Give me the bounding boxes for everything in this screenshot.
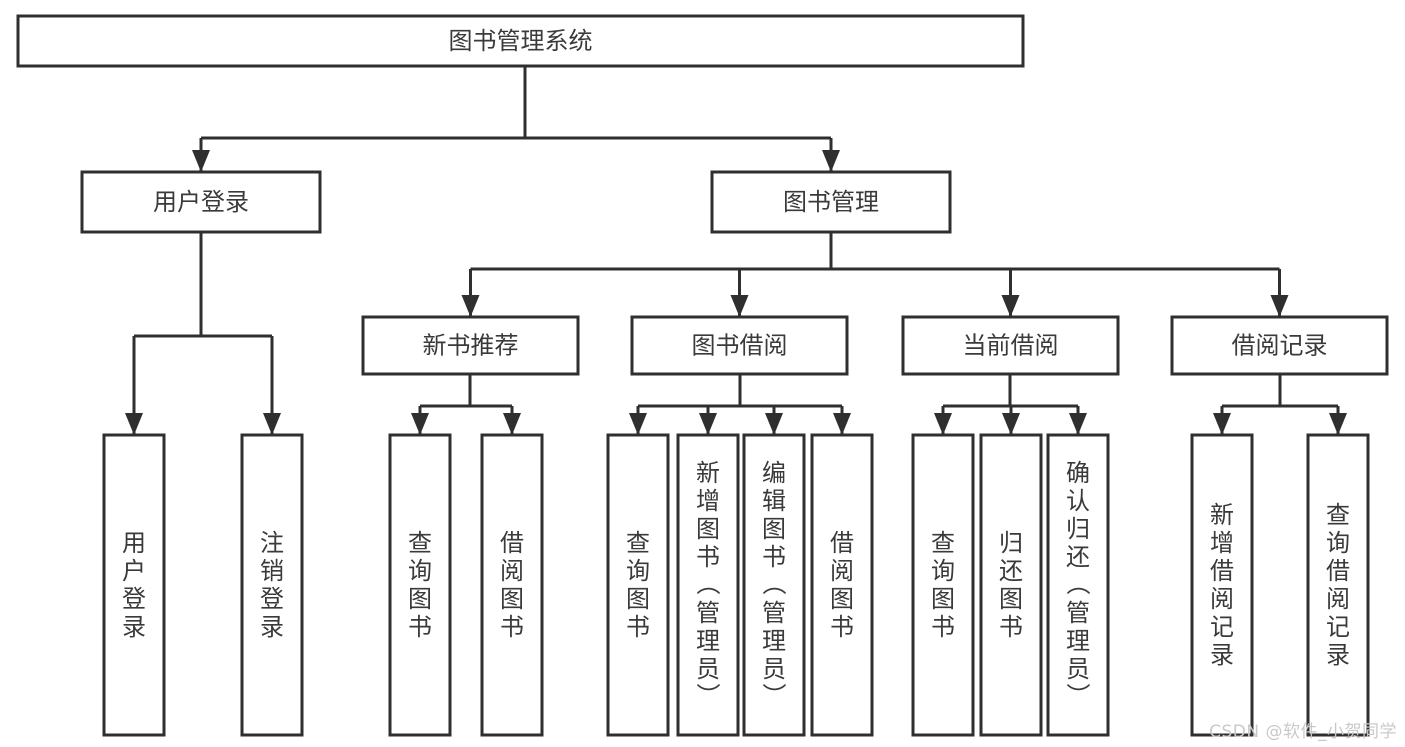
arrow-head-icon [822,150,840,172]
node-label: 当前借阅 [963,332,1059,360]
node-box[interactable] [1190,433,1254,737]
arrow-head-icon [833,413,851,435]
node-label: 用户登录 [122,529,146,641]
arrow-head-icon [1002,413,1020,435]
node-level2-3[interactable]: 借阅记录 [1170,315,1389,376]
node-leaf-7[interactable]: 借阅图书 [810,433,874,737]
node-leaf-3[interactable]: 借阅图书 [480,433,544,737]
arrow-head-icon [263,413,281,435]
connector-group-6 [1213,374,1347,435]
node-label: 图书管理 [783,188,879,216]
node-label: 注销登录 [260,529,284,641]
watermark-text: CSDN @软件_小贺同学 [1209,722,1397,742]
node-box[interactable] [1306,433,1370,737]
node-label: 查询图书 [931,529,955,641]
node-label: 新增图书（管理员） [696,459,720,711]
connector-group-1 [461,232,1289,317]
node-box[interactable] [810,433,874,737]
node-label: 确认归还（管理员） [1066,459,1090,711]
node-box[interactable] [710,170,952,234]
arrow-head-icon [1213,413,1231,435]
node-label: 图书管理系统 [449,27,593,55]
node-box[interactable] [102,433,166,737]
node-box[interactable] [630,315,849,376]
arrow-head-icon [1069,413,1087,435]
arrow-head-icon [503,413,521,435]
node-leaf-6[interactable]: 编辑图书（管理员） [742,433,806,737]
connector-group-0 [192,66,840,172]
node-label: 图书借阅 [692,332,788,360]
node-label: 查询图书 [626,529,650,641]
node-leaf-2[interactable]: 查询图书 [388,433,452,737]
node-box[interactable] [388,433,452,737]
node-label: 借阅图书 [500,529,524,641]
arrow-head-icon [1270,295,1289,317]
node-leaf-8[interactable]: 查询图书 [911,433,975,737]
node-box[interactable] [901,315,1120,376]
node-layer: 用户登录图书管理新书推荐图书借阅当前借阅借阅记录用户登录注销登录查询图书借阅图书… [16,14,1389,737]
connector-group-5 [934,374,1087,435]
connector-group-4 [629,374,851,435]
node-leaf-1[interactable]: 注销登录 [240,433,304,737]
node-box[interactable] [361,315,580,376]
node-level2-1[interactable]: 图书借阅 [630,315,849,376]
node-label: 编辑图书（管理员） [762,459,786,711]
node-root-0[interactable]: 图书管理系统 [16,14,1025,68]
connector-group-2 [125,232,281,435]
arrow-head-icon [411,413,429,435]
node-label: 借阅记录 [1232,332,1328,360]
node-box[interactable] [1170,315,1389,376]
arrow-head-icon [461,295,480,317]
arrow-head-icon [699,413,717,435]
arrow-head-icon [629,413,647,435]
arrow-head-icon [765,413,783,435]
connector-group-3 [411,374,521,435]
node-leaf-11[interactable]: 新增借阅记录 [1190,433,1254,737]
node-label: 归还图书 [999,529,1023,641]
arrow-head-icon [192,150,210,172]
node-box[interactable] [606,433,670,737]
node-box[interactable] [676,433,740,737]
arrow-head-icon [1001,295,1020,317]
node-box[interactable] [979,433,1043,737]
node-level2-2[interactable]: 当前借阅 [901,315,1120,376]
node-leaf-0[interactable]: 用户登录 [102,433,166,737]
node-leaf-12[interactable]: 查询借阅记录 [1306,433,1370,737]
node-leaf-4[interactable]: 查询图书 [606,433,670,737]
node-label: 用户登录 [153,188,249,216]
connector-layer [125,66,1347,435]
node-label: 新书推荐 [423,332,519,360]
node-level2-0[interactable]: 新书推荐 [361,315,580,376]
node-box[interactable] [16,14,1025,68]
node-leaf-9[interactable]: 归还图书 [979,433,1043,737]
arrow-head-icon [934,413,952,435]
node-label: 查询借阅记录 [1326,501,1350,669]
node-leaf-10[interactable]: 确认归还（管理员） [1046,433,1110,737]
node-label: 借阅图书 [830,529,854,641]
node-level1-1[interactable]: 图书管理 [710,170,952,234]
arrow-head-icon [125,413,143,435]
node-level1-0[interactable]: 用户登录 [80,170,322,234]
arrow-head-icon [730,295,749,317]
node-box[interactable] [1046,433,1110,737]
node-box[interactable] [240,433,304,737]
node-label: 查询图书 [408,529,432,641]
node-label: 新增借阅记录 [1210,501,1234,669]
node-leaf-5[interactable]: 新增图书（管理员） [676,433,740,737]
node-box[interactable] [80,170,322,234]
arrow-head-icon [1329,413,1347,435]
node-box[interactable] [480,433,544,737]
node-box[interactable] [742,433,806,737]
node-box[interactable] [911,433,975,737]
